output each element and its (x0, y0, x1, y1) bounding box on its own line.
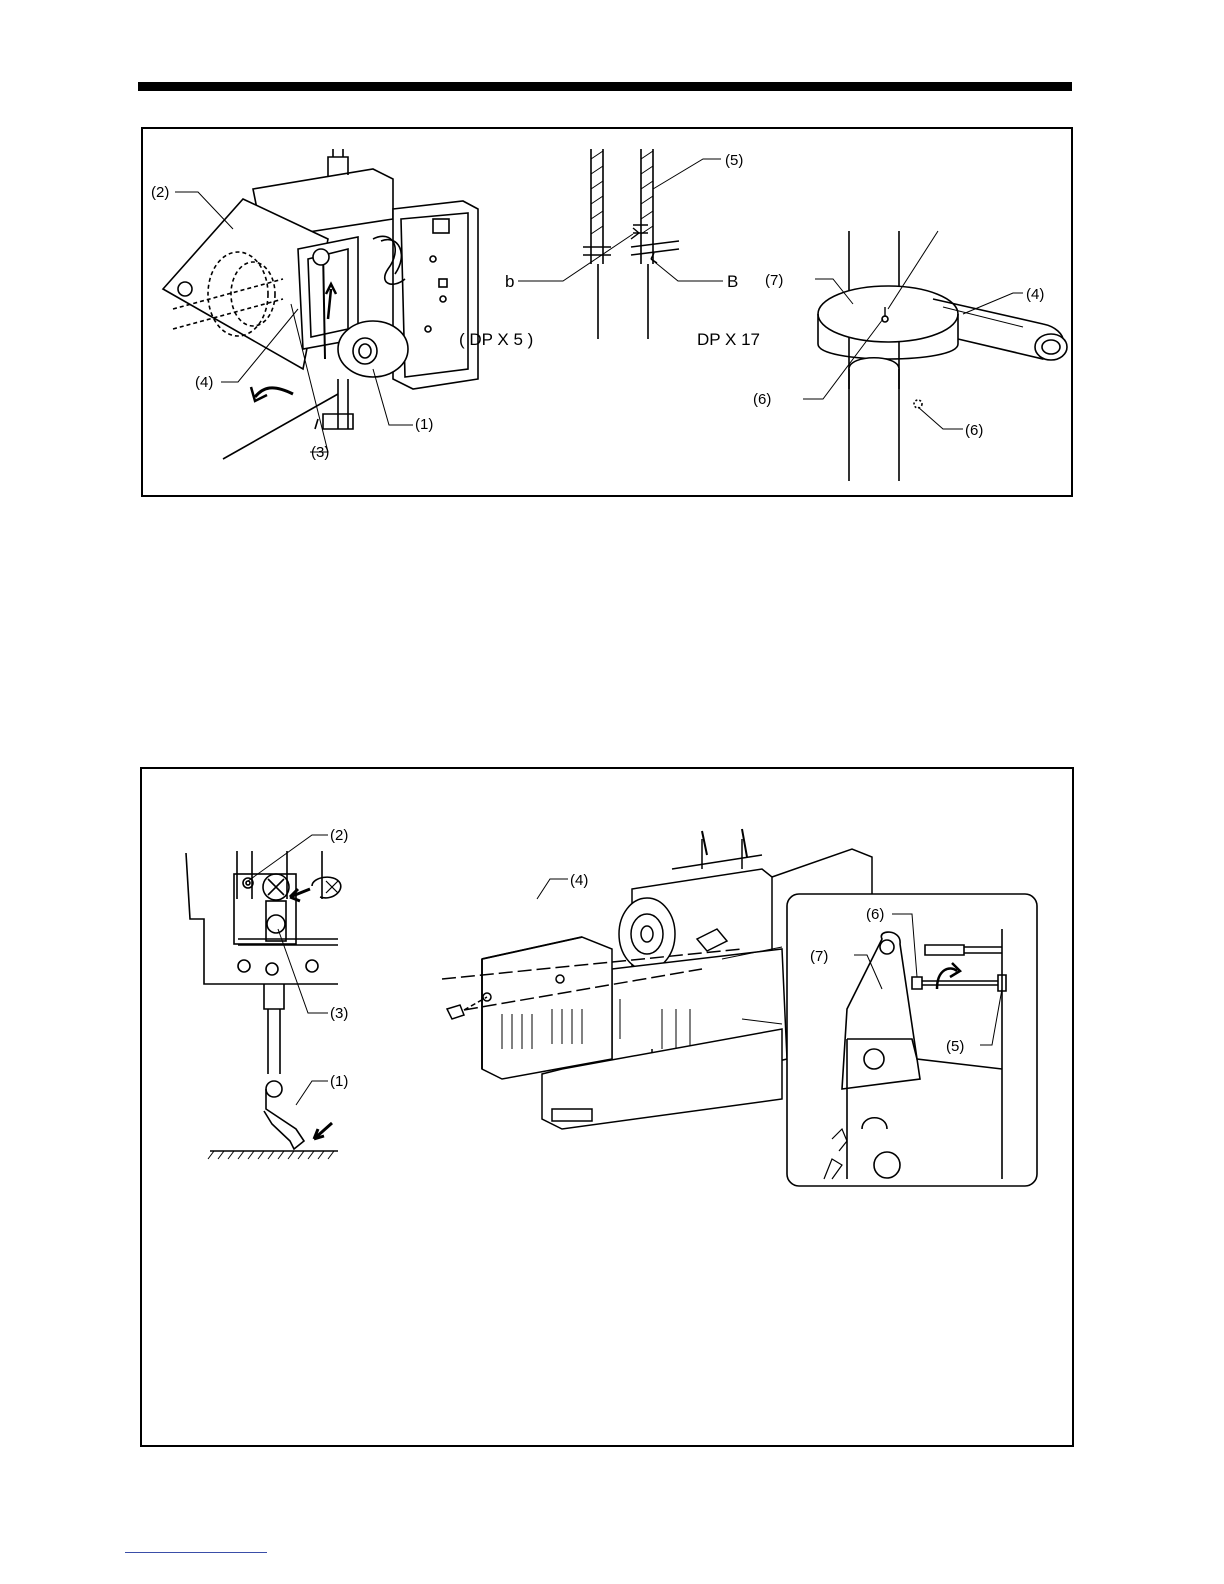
figure-needle-installation: (2) (4) (3) (1) (5) b B ( DP X 5 ) DP (141, 127, 1073, 497)
callout-2: (2) (151, 184, 169, 201)
callout-5-bottom: (5) (946, 1038, 964, 1055)
figure-bottom-drawing: (2) (3) (1) (142, 769, 1072, 1445)
callout-B: B (727, 272, 738, 291)
needle-type-dpx17: DP X 17 (697, 330, 760, 349)
callout-4: (4) (195, 374, 213, 391)
callout-4-bottom: (4) (570, 872, 588, 889)
callout-6-bottom: (6) (866, 906, 884, 923)
callout-5: (5) (725, 152, 743, 169)
callout-6-a: (6) (753, 391, 771, 408)
presser-bar-illustration (186, 851, 341, 1159)
footnote-rule (125, 1552, 267, 1553)
bottom-middle-leaders (537, 879, 568, 899)
needle-bar-section (583, 149, 679, 339)
callout-1-bottom: (1) (330, 1073, 348, 1090)
figure-top-drawing: (2) (4) (3) (1) (5) b B ( DP X 5 ) DP (143, 129, 1071, 495)
callout-3: (3) (311, 444, 329, 461)
needle-type-dpx5: ( DP X 5 ) (459, 330, 533, 349)
callout-7-bottom: (7) (810, 948, 828, 965)
callout-b: b (505, 272, 514, 291)
callout-4-crank: (4) (1026, 286, 1044, 303)
callout-6-b: (6) (965, 422, 983, 439)
middle-panel-leaders (518, 159, 723, 281)
machine-head-illustration (163, 149, 478, 459)
callout-7: (7) (765, 272, 783, 289)
callout-2-bottom: (2) (330, 827, 348, 844)
header-rule (138, 82, 1072, 91)
callout-3-bottom: (3) (330, 1005, 348, 1022)
callout-1: (1) (415, 416, 433, 433)
figure-adjustment: (2) (3) (1) (140, 767, 1074, 1447)
